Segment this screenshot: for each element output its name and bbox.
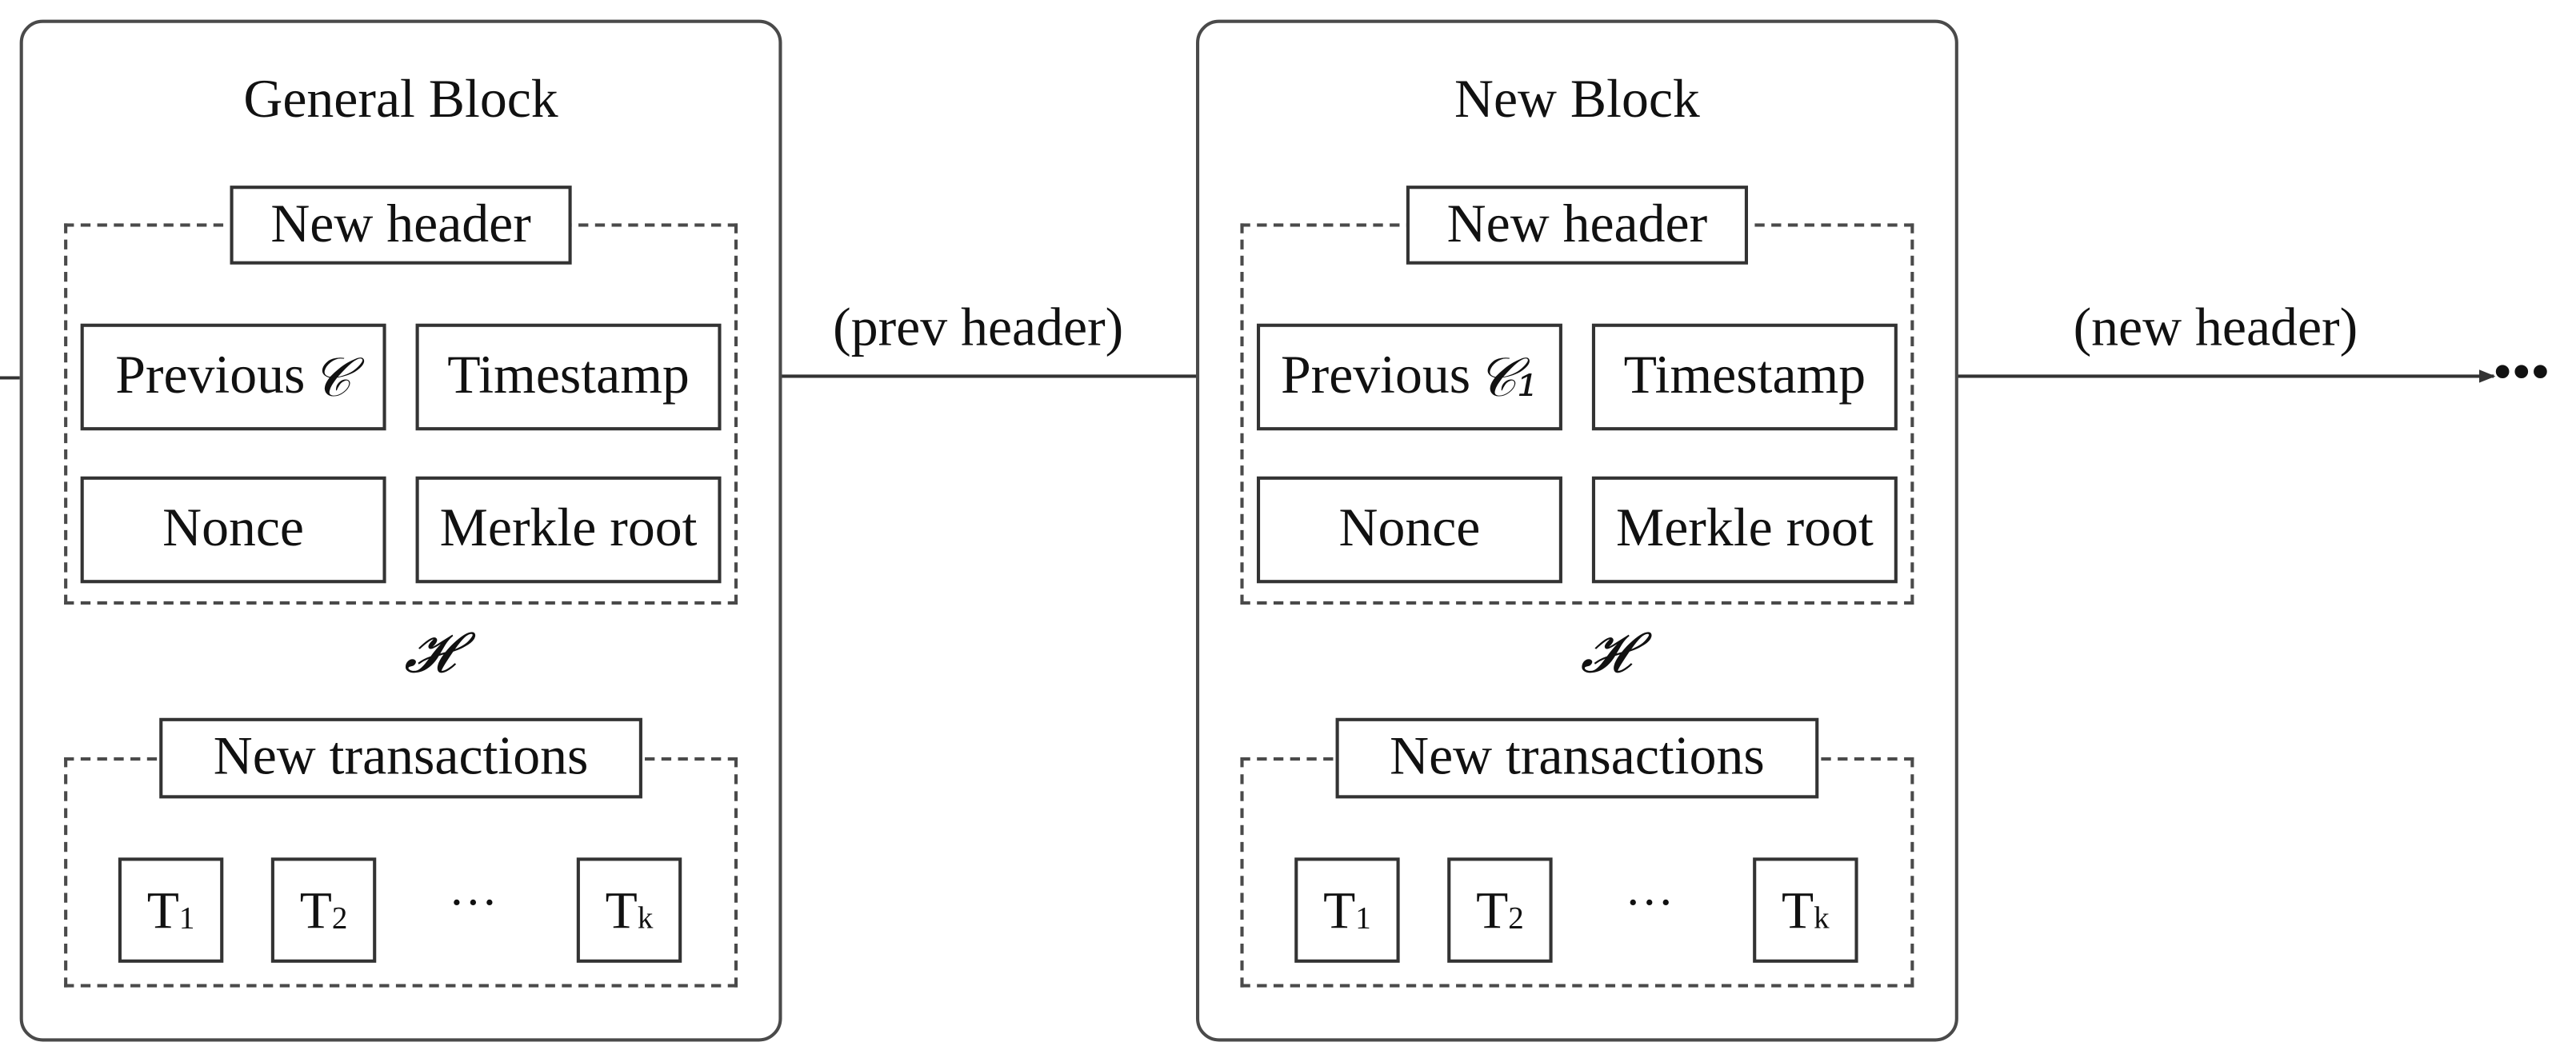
continuation-dots: ••• [2494, 345, 2551, 400]
hash-symbol: 𝓗 [1580, 621, 1631, 687]
tx-sub: 2 [331, 901, 348, 936]
tx-sub: k [637, 901, 654, 936]
transaction-k: Tk [1753, 857, 1858, 963]
prev-header-label: (prev header) [833, 298, 1124, 358]
header-label: New header [1406, 186, 1748, 265]
previous-field: Previous 𝒞₁ [1256, 323, 1562, 431]
transactions-ellipsis: ··· [448, 875, 498, 930]
nonce-field: Nonce [1256, 476, 1562, 584]
transaction-2: T2 [1447, 857, 1553, 963]
tx-base: T [1782, 880, 1814, 940]
transactions-ellipsis: ··· [1624, 875, 1674, 930]
transaction-2: T2 [270, 857, 377, 963]
tx-base: T [146, 880, 179, 940]
timestamp-field: Timestamp [415, 323, 722, 431]
merkle-root-field: Merkle root [1591, 476, 1898, 584]
block-title: General Block [243, 70, 558, 130]
merkle-root-field: Merkle root [415, 476, 722, 584]
transactions-label: New transactions [1335, 717, 1819, 799]
tx-sub: k [1814, 901, 1830, 936]
previous-symbol: 𝒞₁ [1477, 344, 1538, 409]
transaction-k: Tk [576, 857, 682, 963]
nonce-field: Nonce [80, 476, 386, 584]
previous-label: Previous [1280, 346, 1471, 406]
tx-base: T [1476, 880, 1509, 940]
tx-sub: 2 [1508, 901, 1524, 936]
tx-sub: 1 [1355, 901, 1371, 936]
hash-symbol: 𝓗 [404, 621, 455, 687]
tx-sub: 1 [178, 901, 195, 936]
previous-field: Previous 𝒞 [80, 323, 386, 431]
block-title: New Block [1454, 70, 1700, 130]
new-header-label: (new header) [2073, 298, 2358, 358]
header-label: New header [230, 186, 572, 265]
transaction-1: T1 [1294, 857, 1400, 963]
timestamp-field: Timestamp [1591, 323, 1898, 431]
tx-base: T [605, 880, 638, 940]
tx-base: T [1323, 880, 1356, 940]
tx-base: T [299, 880, 332, 940]
transactions-label: New transactions [159, 717, 642, 799]
previous-label: Previous [115, 346, 306, 406]
previous-symbol: 𝒞 [311, 344, 352, 409]
transaction-1: T1 [118, 857, 224, 963]
